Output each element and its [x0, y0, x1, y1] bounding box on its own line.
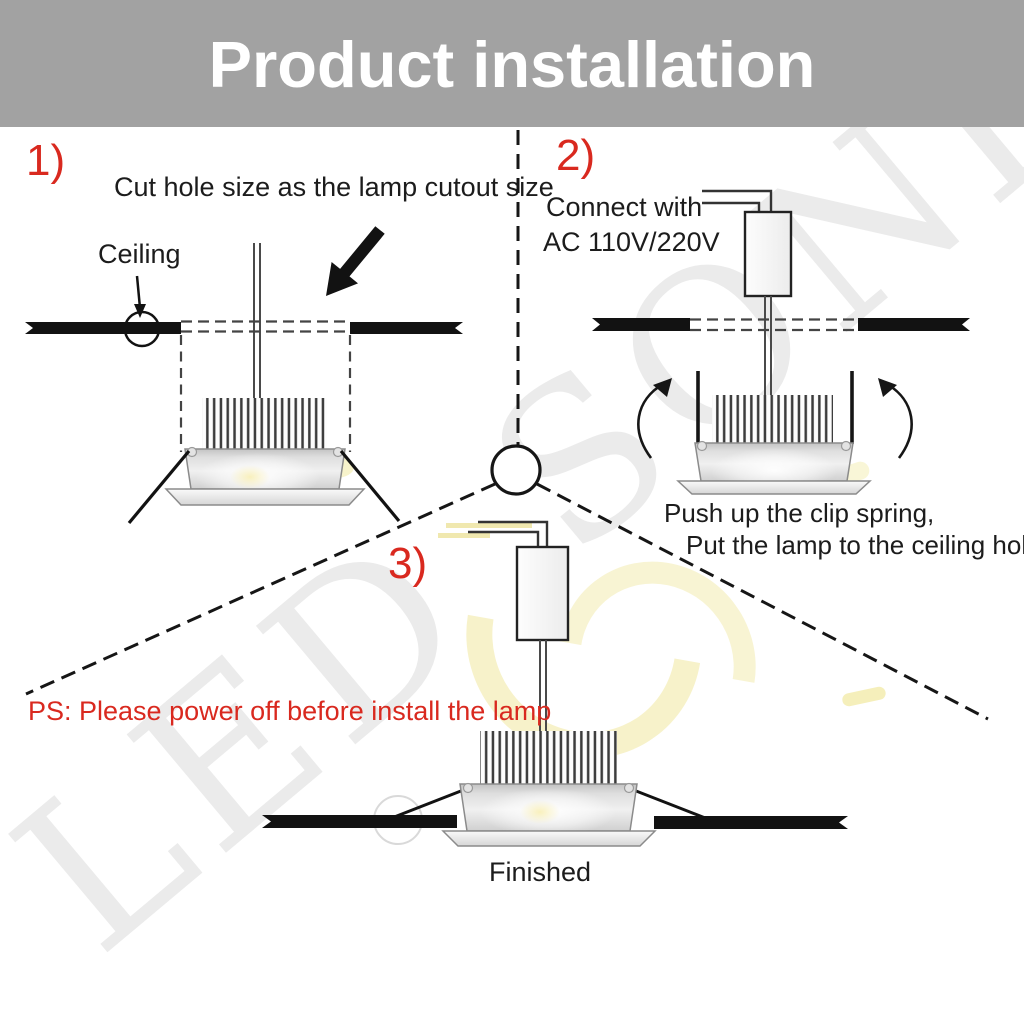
- step1-diagram: [25, 226, 463, 525]
- divider-lines: [25, 130, 989, 721]
- power-wire: [468, 530, 540, 547]
- step2-caption-line2: AC 110V/220V: [543, 227, 720, 257]
- lamp-glow: [230, 465, 270, 489]
- lamp-flange: [164, 488, 366, 506]
- step3-number: 3): [388, 539, 428, 588]
- led-driver-box: [515, 545, 570, 642]
- power-off-warning: PS: Please power off before install the …: [28, 696, 552, 726]
- clip-spring: [383, 787, 467, 823]
- power-wire: [702, 189, 773, 212]
- finished-label: Finished: [489, 857, 592, 887]
- divider-hub-circle: [490, 444, 542, 496]
- divider-line-right: [536, 482, 989, 721]
- step2-diagram: [592, 189, 970, 495]
- lamp-glow: [520, 800, 560, 824]
- ceiling-bar-left: [25, 322, 181, 334]
- ceiling-label: Ceiling: [98, 239, 181, 269]
- clip-rivet: [696, 440, 708, 452]
- title-banner: Product installation: [0, 0, 1024, 127]
- step2-caption-line1: Connect with: [546, 192, 703, 222]
- lamp-heatsink: [480, 731, 617, 784]
- rotate-arrow: [886, 382, 913, 459]
- lamp-flange: [676, 480, 872, 495]
- step2-note-line2: Put the lamp to the ceiling hole: [686, 530, 1024, 560]
- clip-spring: [339, 449, 401, 523]
- led-driver-box: [743, 210, 793, 298]
- insert-direction-arrow-icon: [326, 226, 385, 296]
- ceiling-pointer-arrow: [135, 275, 142, 309]
- ceiling-bar-left: [262, 815, 457, 828]
- lamp-flange: [441, 830, 657, 847]
- ceiling-bar-left: [592, 318, 690, 331]
- watermark-accent-line: [446, 523, 532, 528]
- lamp-heatsink: [202, 398, 327, 449]
- page-title: Product installation: [208, 28, 816, 101]
- clip-rivet: [623, 782, 635, 794]
- power-wire: [702, 201, 761, 212]
- clip-spring: [127, 449, 191, 525]
- step1-number: 1): [26, 136, 66, 185]
- power-wire: [478, 520, 549, 547]
- clip-spring: [630, 787, 714, 823]
- ceiling-pointer-arrowhead: [134, 304, 146, 318]
- ceiling-bar-right: [654, 816, 848, 829]
- lamp-heatsink: [712, 395, 833, 443]
- clip-rivet: [462, 782, 474, 794]
- divider-line-left: [25, 482, 496, 696]
- ceiling-bar-right: [858, 318, 970, 331]
- step3-diagram: [262, 520, 848, 847]
- watermark-accent-line: [438, 533, 490, 538]
- ceiling-bar-right: [350, 322, 463, 334]
- clip-rivet: [840, 440, 852, 452]
- rotate-arrowhead: [653, 378, 672, 397]
- step1-caption: Cut hole size as the lamp cutout size: [114, 172, 554, 202]
- step2-number: 2): [556, 131, 596, 180]
- step2-note-line1: Push up the clip spring,: [664, 498, 935, 528]
- rotate-arrow: [637, 382, 664, 459]
- rotate-arrowhead: [878, 378, 897, 397]
